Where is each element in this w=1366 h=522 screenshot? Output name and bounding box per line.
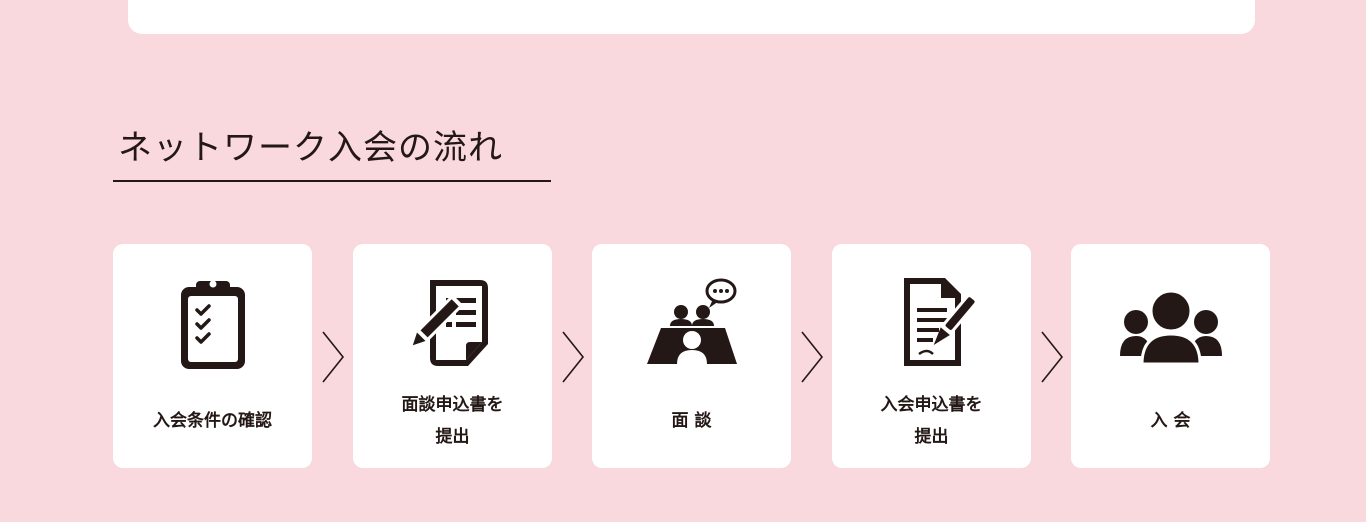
step-card-interview-application: 面談申込書を 提出 xyxy=(353,244,552,468)
step-label: 入会申込書を 提出 xyxy=(832,390,1031,452)
step-card-eligibility: 入会条件の確認 xyxy=(113,244,312,468)
application-form-pencil-icon xyxy=(398,274,508,374)
step-label: 面談申込書を 提出 xyxy=(353,390,552,452)
chevron-right-icon xyxy=(562,331,585,383)
chevron-right-icon xyxy=(1041,331,1064,383)
step-card-membership: 入 会 xyxy=(1071,244,1270,468)
section-title: ネットワーク入会の流れ xyxy=(118,128,503,168)
top-content-card xyxy=(128,0,1255,34)
step-label-line: 面 談 xyxy=(671,411,712,431)
step-label: 入 会 xyxy=(1071,390,1270,452)
step-label: 入会条件の確認 xyxy=(113,390,312,452)
step-label-line: 面談申込書を xyxy=(401,395,504,415)
step-label-line: 提出 xyxy=(914,427,949,447)
step-label-line: 提出 xyxy=(435,427,470,447)
step-label-line: 入会申込書を xyxy=(880,395,983,415)
step-label: 面 談 xyxy=(592,390,791,452)
step-label-line: 入 会 xyxy=(1150,411,1191,431)
members-group-icon xyxy=(1116,274,1226,374)
step-card-interview: 面 談 xyxy=(592,244,791,468)
clipboard-checklist-icon xyxy=(158,274,268,374)
interview-meeting-icon xyxy=(637,274,747,374)
step-card-membership-application: 入会申込書を 提出 xyxy=(832,244,1031,468)
chevron-right-icon xyxy=(801,331,824,383)
chevron-right-icon xyxy=(322,331,345,383)
document-signing-pen-icon xyxy=(877,274,987,374)
step-label-line: 入会条件の確認 xyxy=(153,411,272,431)
title-underline xyxy=(113,180,551,182)
